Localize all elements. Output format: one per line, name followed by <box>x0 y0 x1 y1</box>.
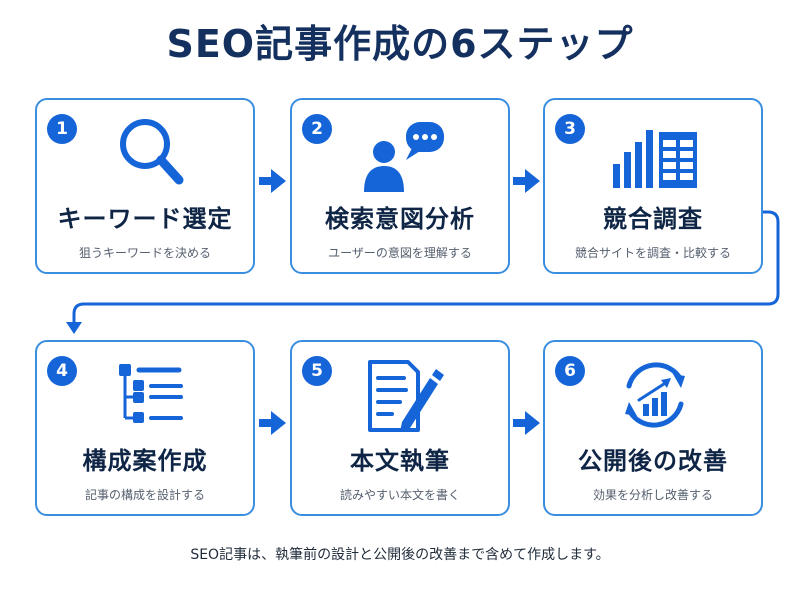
step-description: 競合サイトを調査・比較する <box>574 246 731 260</box>
user-chat-icon <box>364 122 444 192</box>
step-card-3: 3 競合調査 競合サイトを調査・比較する <box>543 98 763 274</box>
step-number: 6 <box>555 356 585 386</box>
step-title: 公開後の改善 <box>578 447 728 475</box>
step-title: 本文執筆 <box>350 447 450 475</box>
step-title: 検索意図分析 <box>325 205 475 233</box>
step-card-1: 1 キーワード選定 狙うキーワードを決める <box>35 98 255 274</box>
bar-table-icon <box>613 130 697 188</box>
arrow-right-icon <box>259 411 286 435</box>
step-description: 記事の構成を設計する <box>84 488 205 502</box>
outline-list-icon <box>119 364 183 423</box>
page-title: SEO記事作成の6ステップ <box>166 22 634 66</box>
search-icon <box>120 119 184 185</box>
arrow-right-icon <box>513 169 540 193</box>
growth-cycle-icon <box>625 362 685 428</box>
step-description: 効果を分析し改善する <box>592 488 713 502</box>
step-description: 狙うキーワードを決める <box>78 246 211 260</box>
step-card-6: 6 公開後の改善 効果を分析し改善する <box>543 340 763 516</box>
step-number: 3 <box>555 114 585 144</box>
arrow-right-icon <box>259 169 286 193</box>
step-number: 4 <box>47 356 77 386</box>
step-card-5: 5 本文執筆 読みやすい本文を書く <box>290 340 510 516</box>
step-title: 構成案作成 <box>82 447 208 475</box>
step-number: 1 <box>47 114 77 144</box>
step-number: 5 <box>302 356 332 386</box>
step-title: 競合調査 <box>603 205 703 233</box>
arrow-right-icon <box>513 411 540 435</box>
step-description: 読みやすい本文を書く <box>339 488 460 502</box>
step-card-2: 2 検索意図分析 ユーザーの意図を理解する <box>290 98 510 274</box>
step-card-4: 4 構成案作成 記事の構成を設計する <box>35 340 255 516</box>
footer-note: SEO記事は、執筆前の設計と公開後の改善まで含めて作成します。 <box>190 547 610 563</box>
document-pen-icon <box>368 360 444 432</box>
step-title: キーワード選定 <box>57 205 233 233</box>
step-number: 2 <box>302 114 332 144</box>
step-description: ユーザーの意図を理解する <box>328 246 472 260</box>
